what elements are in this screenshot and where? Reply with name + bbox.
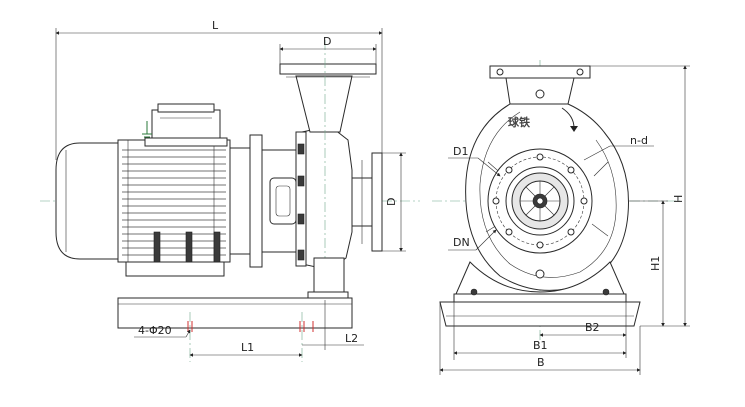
flange-bolt-holes — [492, 153, 588, 249]
coupling-window — [269, 177, 297, 225]
dim-label-L1: L1 — [241, 341, 254, 354]
motor-cooling-fins — [122, 149, 226, 256]
motor-feet — [125, 261, 225, 277]
front-discharge-flange — [489, 65, 591, 79]
suction-flange — [371, 152, 383, 252]
front-view: 球铁 — [432, 60, 690, 375]
dim-label-B1: B1 — [533, 339, 548, 352]
dim-label-D1: D1 — [453, 145, 468, 158]
dim-label-L: L — [212, 19, 219, 32]
dim-label-n-d: n-d — [630, 134, 648, 147]
dim-label-L2: L2 — [345, 332, 358, 345]
dim-label-B: B — [537, 356, 545, 369]
dim-label-holes: 4-Φ20 — [138, 324, 172, 337]
discharge-flange — [279, 63, 377, 75]
front-base-plate — [439, 301, 641, 327]
dim-label-D-side: D — [385, 198, 398, 206]
dim-label-D-top: D — [323, 35, 331, 48]
dim-label-B2: B2 — [585, 321, 600, 334]
motor-fan-cover — [55, 142, 119, 260]
ground-symbol-icon — [142, 121, 152, 138]
side-view: L D D 4-Φ20 L1 L2 — [40, 19, 420, 362]
dim-label-H1: H1 — [649, 256, 662, 271]
dim-label-H: H — [672, 195, 685, 203]
discharge-pipe — [295, 75, 353, 133]
motor-body — [117, 139, 231, 263]
motor-flange — [229, 147, 251, 255]
pump-casing — [301, 125, 353, 271]
terminal-box — [151, 109, 221, 143]
dim-label-DN: DN — [453, 236, 470, 249]
casting-mark: 球铁 — [508, 115, 530, 129]
pump-feet — [455, 261, 625, 295]
